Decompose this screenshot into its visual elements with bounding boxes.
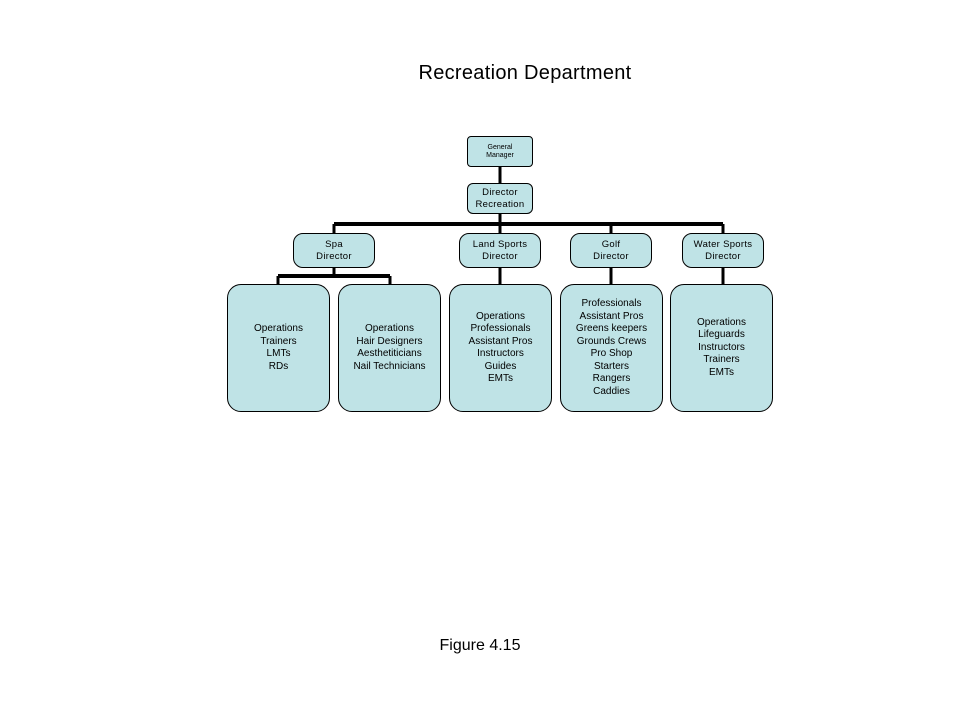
staff-item: Operations [476,310,525,322]
staff-item: Starters [593,360,629,372]
box-label-line: General [487,143,513,151]
staff-item: Rangers [592,373,631,384]
land-sports-director-box: Land Sports Director [459,233,541,268]
staff-item: Caddies [593,385,630,397]
staff-item: Instructors [698,341,745,353]
general-manager-box: General Manager [467,136,533,167]
golf-staff-box: Professionals Assistant Pros Greens keep… [560,284,663,412]
staff-item: Trainers [260,335,297,347]
box-label-line: Land Sports [472,238,528,250]
staff-item: Professionals [470,323,531,334]
box-label-line: Spa [325,238,343,250]
staff-item: EMTs [488,373,513,384]
staff-item: EMTs [709,366,734,378]
box-label-line: Manager [486,151,514,159]
box-label-line: Director [482,250,518,262]
golf-director-box: Golf Director [570,233,652,268]
box-label-line: Director [593,250,629,262]
staff-item: RDs [268,360,289,372]
water-sports-staff-box: Operations Lifeguards Instructors Traine… [670,284,773,412]
box-label-line: Golf [601,238,621,250]
staff-item: Pro Shop [590,348,633,359]
spa-operations-box: Operations Trainers LMTs RDs [227,284,330,412]
staff-item: Aesthetiticians [357,348,422,359]
staff-item: LMTs [266,348,291,359]
staff-item: Guides [484,360,517,372]
staff-item: Operations [697,316,746,328]
staff-item: Hair Designers [356,335,423,347]
director-recreation-box: Director Recreation [467,183,533,214]
staff-item: Grounds Crews [576,335,647,347]
figure-caption: Figure 4.15 [439,637,521,654]
staff-item: Trainers [703,354,740,366]
box-label-line: Water Sports [693,238,753,250]
spa-salon-box: Operations Hair Designers Aesthetitician… [338,284,441,412]
box-label-line: Director [316,250,352,262]
box-label-line: Director [482,186,518,198]
chart-title: Recreation Department [418,62,632,84]
staff-item: Nail Technicians [353,360,426,372]
staff-item: Operations [254,323,303,334]
staff-item: Professionals [581,298,642,309]
staff-item: Assistant Pros [579,310,644,322]
staff-item: Assistant Pros [468,335,533,347]
staff-item: Operations [365,323,414,334]
spa-director-box: Spa Director [293,233,375,268]
staff-item: Greens keepers [575,323,648,334]
box-label-line: Director [705,250,741,262]
staff-item: Instructors [477,348,524,359]
water-sports-director-box: Water Sports Director [682,233,764,268]
land-sports-staff-box: Operations Professionals Assistant Pros … [449,284,552,412]
staff-item: Lifeguards [698,329,745,341]
box-label-line: Recreation [475,198,525,210]
